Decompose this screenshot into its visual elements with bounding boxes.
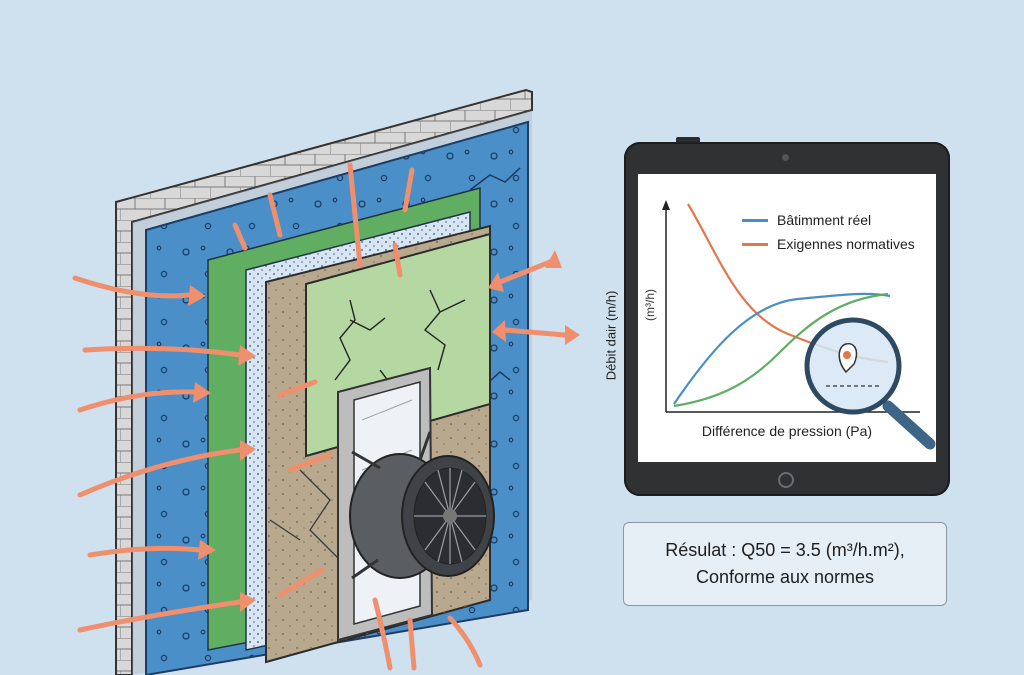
y-unit-label: (m³/h) xyxy=(643,289,657,321)
tablet-power-button xyxy=(676,137,700,142)
y-axis-arrow xyxy=(662,200,670,210)
y-axis-label: Débit dair (m/h) xyxy=(603,290,619,381)
series-line-real xyxy=(673,292,891,405)
series-line-third xyxy=(673,292,889,408)
magnifier-icon xyxy=(804,317,936,450)
result-line-1: Résulat : Q50 = 3.5 (m³/h.m²), xyxy=(665,540,905,560)
tablet-device: (m³/h) Bâtimment réel Exigennes normativ… xyxy=(624,137,950,496)
camera-icon xyxy=(782,154,789,161)
legend-swatch-real xyxy=(742,218,768,222)
legend-swatch-normative xyxy=(742,242,768,246)
x-axis-label: Différence de pression (Pa) xyxy=(701,423,873,439)
legend-item-normative: Exigennes normatives xyxy=(742,232,915,256)
legend-label-normative: Exigennes normatives xyxy=(777,236,915,252)
legend-item-real: Bâtimment réel xyxy=(742,208,915,232)
result-box: Résulat : Q50 = 3.5 (m³/h.m²), Conforme … xyxy=(623,522,947,606)
legend-label-real: Bâtimment réel xyxy=(777,212,872,228)
chart-screen: (m³/h) Bâtimment réel Exigennes normativ… xyxy=(638,174,936,462)
result-line-2: Conforme aux normes xyxy=(695,567,875,587)
airflow-arrows xyxy=(72,162,568,671)
airflow-chart xyxy=(662,200,936,450)
location-pin-dot xyxy=(843,351,851,359)
chart-legend: Bâtimment réel Exigennes normatives xyxy=(742,208,915,256)
blower-door-fan-icon xyxy=(349,431,495,580)
home-button xyxy=(778,472,794,488)
magnifier-handle xyxy=(882,400,936,450)
airflow-arrow-icon xyxy=(188,250,580,612)
